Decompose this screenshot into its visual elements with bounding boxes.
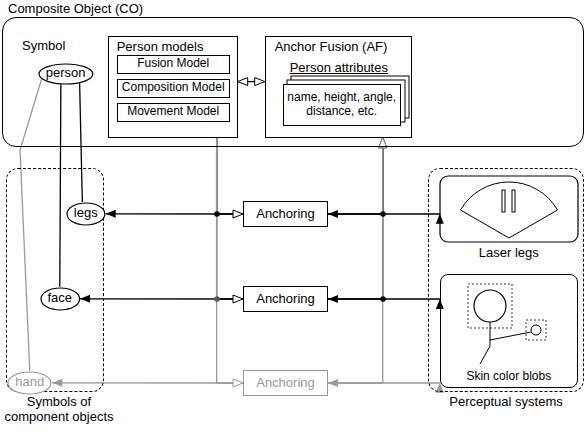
face-blob (474, 290, 506, 322)
laser-sensor: Laser legs (440, 176, 578, 264)
ellipse-shape (41, 288, 80, 310)
junction-dot (214, 296, 220, 302)
connector (52, 382, 243, 384)
junction-dot (380, 211, 386, 217)
label-text: Symbol (22, 38, 65, 53)
node-text: Anchoring (256, 376, 315, 391)
symbol-ellipse: person (38, 63, 94, 85)
connector (60, 85, 61, 287)
connector (217, 138, 243, 299)
camera-sensor: Skin color blobs (440, 274, 578, 388)
node-text: Person attributes (290, 61, 388, 76)
node-text: Perceptual systems (429, 395, 583, 410)
node-text: Skin color blobs (466, 370, 551, 384)
node-text: Composite Object (CO) (8, 2, 143, 17)
laser-fan (461, 182, 558, 238)
node-text: Symbols of component objects (1, 395, 117, 425)
perception-region: Perceptual systemsLaser legsSkin color b… (428, 168, 584, 392)
model-box: Fusion Model (117, 55, 230, 74)
symbol-ellipse: hand (7, 371, 52, 395)
laser-frame (440, 176, 578, 242)
ellipse-shape (67, 203, 105, 225)
models-box: Person modelsFusion ModelComposition Mod… (108, 36, 238, 138)
blob-bbox (468, 284, 512, 328)
component-region: Symbols of component objectslegsfacehand (6, 168, 104, 392)
anchor-fusion-box: Anchor Fusion (AF) Person attributes name,… (265, 36, 412, 138)
node-text: Anchoring (256, 207, 315, 222)
connector (328, 138, 383, 383)
node-text: hand (15, 375, 44, 390)
connector (80, 83, 83, 202)
junction-dot (214, 211, 220, 217)
symbol-ellipse: face (40, 287, 81, 311)
anchoring-box: Anchoring (243, 201, 328, 227)
model-box: Movement Model (117, 103, 230, 122)
connector (20, 79, 42, 371)
leg-reading (502, 190, 505, 212)
blob-bbox (526, 320, 546, 340)
node-text: Person models (117, 40, 204, 55)
leg-reading (512, 190, 515, 212)
junction-dot (380, 296, 386, 302)
connector (328, 138, 383, 214)
node-text: Anchoring (256, 292, 315, 307)
model-box: Composition Model (117, 79, 230, 98)
connector (238, 81, 265, 82)
node-text: Anchor Fusion (AF) (275, 40, 388, 55)
section-label: Symbol (22, 38, 65, 54)
node-text: Fusion Model (137, 57, 209, 71)
node-text: Movement Model (127, 105, 219, 119)
node-text: face (48, 291, 73, 306)
node-text: person (46, 66, 86, 81)
symbol-ellipse: legs (66, 202, 106, 226)
node-text: Composition Model (122, 81, 225, 95)
connector (217, 138, 243, 214)
node-text: name, height, angle, distance, etc. (284, 91, 400, 119)
node-text: Laser legs (479, 246, 539, 261)
composite-object-box: Composite Object (CO)personPerson models… (2, 17, 584, 147)
ellipse-shape (8, 372, 51, 394)
attribute-card: name, height, angle, distance, etc. (283, 84, 401, 126)
ellipse-shape (39, 64, 93, 84)
anchoring-box: Anchoring (243, 286, 328, 312)
connector (217, 138, 243, 383)
hand-blob (531, 325, 541, 335)
connector (328, 138, 383, 299)
body-stick (480, 322, 531, 364)
anchoring-box: Anchoring (243, 370, 328, 396)
node-text: legs (74, 206, 98, 221)
